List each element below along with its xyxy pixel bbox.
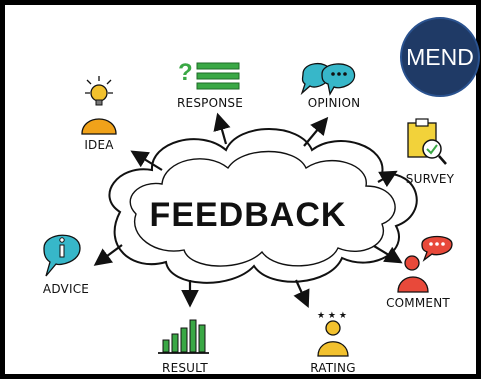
arrow-survey [377, 170, 398, 188]
person-comment-icon [397, 235, 453, 293]
info-bubble-icon [43, 234, 81, 277]
speech-bubbles-icon [300, 63, 356, 96]
arrow-response [213, 112, 231, 145]
node-idea-label: IDEA [84, 138, 114, 152]
node-opinion-label: OPINION [308, 96, 361, 110]
svg-text:★ ★ ★: ★ ★ ★ [317, 311, 347, 321]
node-response-label: RESPONSE [177, 96, 243, 110]
mend-logo: MEND [400, 17, 480, 97]
logo-text: MEND [406, 44, 474, 70]
person-stars-icon: ★ ★ ★ [317, 311, 349, 357]
node-result-label: RESULT [162, 361, 208, 375]
arrow-idea [130, 150, 163, 171]
feedback-cloud [108, 128, 418, 284]
node-advice-label: ADVICE [43, 282, 89, 296]
clipboard-check-icon [407, 118, 447, 165]
arrow-opinion [303, 116, 329, 147]
bar-chart-icon [158, 319, 209, 354]
arrows [93, 112, 403, 309]
question-lines-icon: ? [178, 59, 240, 90]
node-rating-label: RATING [310, 361, 355, 375]
svg-text:?: ? [178, 59, 193, 86]
arrow-comment [373, 245, 403, 264]
center-title: FEEDBACK [150, 196, 347, 234]
node-comment-label: COMMENT [386, 296, 450, 310]
lightbulb-person-icon [81, 76, 117, 135]
node-survey-label: SURVEY [406, 172, 455, 186]
arrow-rating [293, 279, 310, 309]
arrow-advice [93, 244, 123, 266]
